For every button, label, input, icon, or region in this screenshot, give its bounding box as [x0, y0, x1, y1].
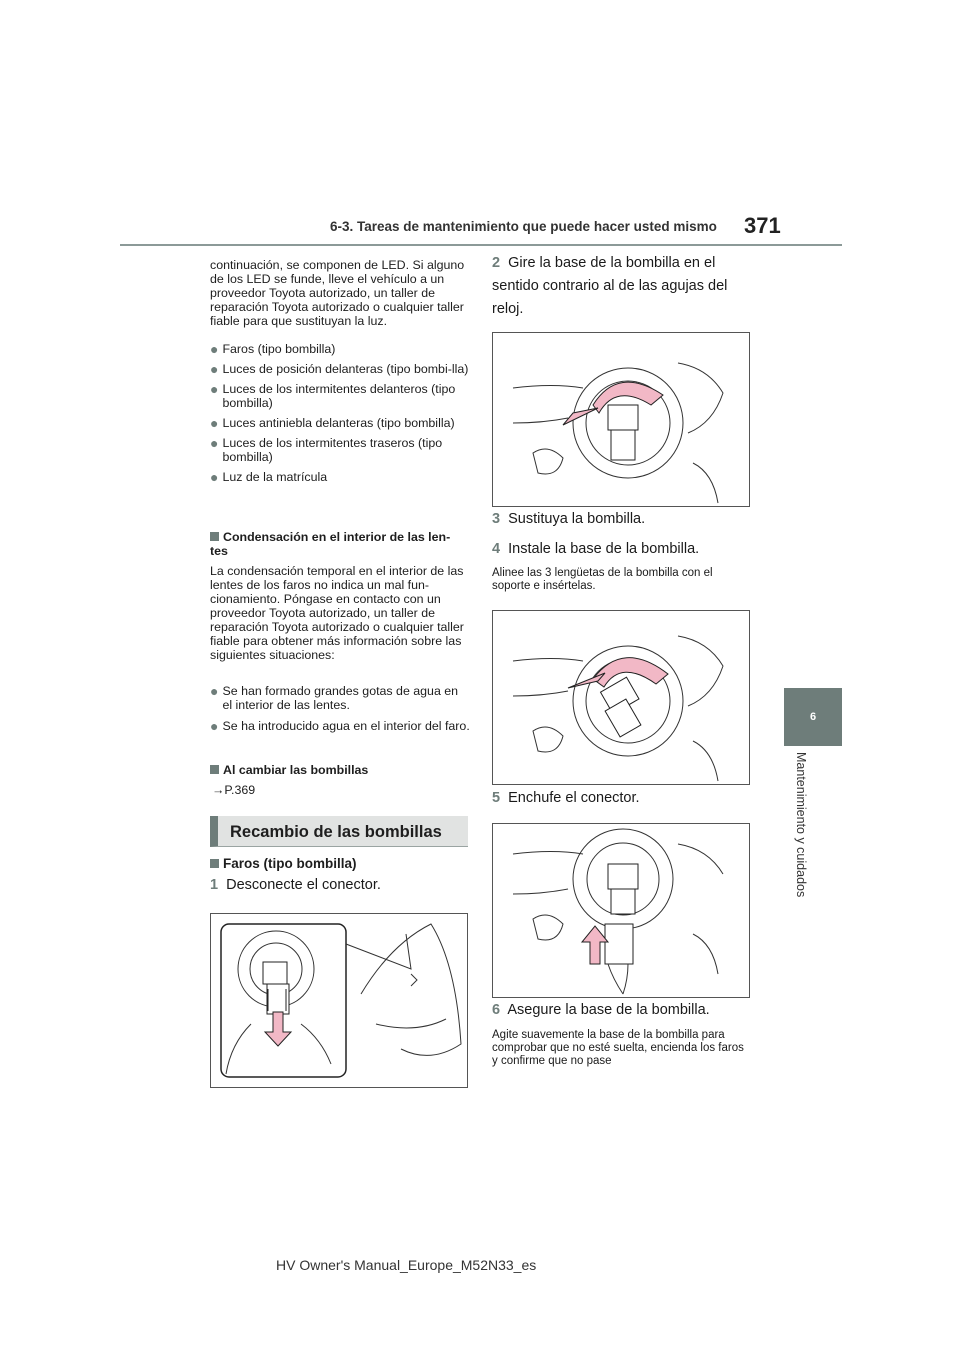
figure-plug-connector [492, 823, 750, 998]
bulb-list: ●Faros (tipo bombilla) ●Luces de posició… [210, 342, 470, 490]
chapter-label-container: Mantenimiento y cuidados [761, 752, 841, 1052]
list-item: ●Se ha introducido agua en el interior d… [210, 718, 470, 734]
footer-manual-id: HV Owner's Manual_Europe_M52N33_es [276, 1257, 537, 1273]
figure-install-bulb-base [492, 610, 750, 785]
condensation-list: ●Se han formado grandes gotas de agua en… [210, 684, 470, 733]
page-reference[interactable]: →P.369 [212, 783, 256, 797]
list-item: ●Luces de posición delanteras (tipo bomb… [210, 361, 469, 377]
headlight-connector-illustration [220, 923, 462, 1078]
list-item: ●Faros (tipo bombilla) [210, 341, 336, 357]
plug-connector-illustration [512, 828, 724, 995]
step-1: 1 Desconecte el conector. [210, 877, 381, 893]
step-2: 2 Gire la base de la bombilla en el sent… [492, 255, 728, 317]
list-item: ●Luz de la matrícula [210, 469, 328, 485]
step-4: 4 Instale la base de la bombilla. [492, 541, 700, 557]
rotate-clockwise-illustration [512, 635, 724, 782]
step-6: 6 Asegure la base de la bombilla. [492, 1002, 710, 1018]
sub-heading: Faros (tipo bombilla) [210, 857, 468, 871]
list-item: ●Luces de los intermitentes delanteros (… [210, 381, 456, 410]
rotate-counterclockwise-illustration [512, 362, 724, 504]
figure-disconnect-connector [210, 913, 468, 1088]
page-number: 371 [744, 213, 781, 238]
step-5: 5 Enchufe el conector. [492, 790, 640, 806]
step-4-note: Alinee las 3 lengüetas de la bombilla co… [492, 567, 713, 592]
section-heading: Recambio de las bombillas [210, 816, 468, 847]
condensation-text: La condensación temporal en el interior … [210, 564, 464, 662]
chapter-tab: 6 [784, 688, 842, 746]
list-item: ●Se han formado grandes gotas de agua en… [210, 683, 459, 712]
condensation-heading: Condensación en el interior de las len-t… [210, 530, 451, 558]
figure-rotate-bulb-base [492, 332, 750, 507]
section-title: 6-3. Tareas de mantenimiento que puede h… [330, 219, 717, 234]
chapter-number: 6 [809, 711, 817, 723]
list-item: ●Luces antiniebla delanteras (tipo bombi… [210, 415, 455, 431]
step-3: 3 Sustituya la bombilla. [492, 511, 646, 527]
intro-paragraph: continuación, se componen de LED. Si alg… [210, 258, 465, 328]
list-item: ●Luces de los intermitentes traseros (ti… [210, 435, 443, 464]
step-6-note: Agite suavemente la base de la bombilla … [492, 1029, 744, 1067]
changing-heading: Al cambiar las bombillas [210, 763, 468, 777]
header-divider [120, 244, 842, 246]
chapter-label: Mantenimiento y cuidados [794, 752, 808, 898]
